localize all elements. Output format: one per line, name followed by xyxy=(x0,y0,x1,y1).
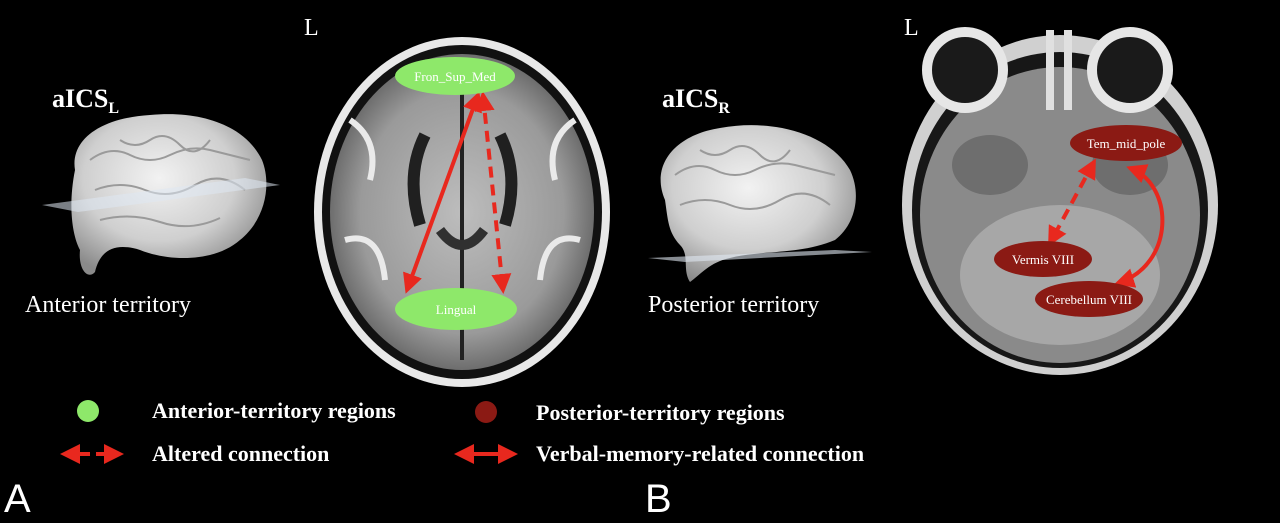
panel-letter-b: B xyxy=(645,477,672,521)
legend-altered-label: Altered connection xyxy=(152,441,330,466)
caption-anterior-territory: Anterior territory xyxy=(25,292,191,318)
left-eye-orbit xyxy=(922,27,1008,113)
brain-3d-right xyxy=(648,125,872,282)
title-a-main: aICS xyxy=(52,84,109,113)
caption-posterior-territory: Posterior territory xyxy=(648,292,820,318)
region-node-fron-sup-med xyxy=(395,57,515,95)
legend-posterior-dot xyxy=(475,401,497,423)
title-aics-r: aICSR xyxy=(662,84,730,118)
orientation-label-a: L xyxy=(304,15,319,41)
title-a-sub: L xyxy=(108,100,120,118)
posterior-slice-plane xyxy=(648,250,872,262)
region-node-tem-mid-pole xyxy=(1070,125,1182,161)
right-eye-orbit xyxy=(1087,27,1173,113)
mri-axial-b xyxy=(902,27,1218,375)
orientation-label-b: L xyxy=(904,15,919,41)
anterior-slice-plane xyxy=(42,178,280,212)
region-label-fron-sup-med: Fron_Sup_Med xyxy=(414,69,496,84)
legend-verbal-label: Verbal-memory-related connection xyxy=(536,441,865,466)
panel-letter-a: A xyxy=(4,477,31,521)
region-label-tem-mid-pole: Tem_mid_pole xyxy=(1087,136,1166,151)
legend-posterior-label: Posterior-territory regions xyxy=(536,400,785,425)
verbal-connection-b xyxy=(1114,164,1165,288)
brain-3d-left xyxy=(42,114,280,275)
region-node-lingual xyxy=(395,288,517,330)
title-b-main: aICS xyxy=(662,84,719,113)
verbal-connection-a xyxy=(403,91,482,294)
title-aics-l: aICSL xyxy=(52,84,119,118)
altered-connection-a xyxy=(474,91,512,294)
legend-anterior-label: Anterior-territory regions xyxy=(152,398,396,423)
region-label-cerebellum-viii: Cerebellum VIII xyxy=(1046,292,1132,307)
region-node-cerebellum-viii xyxy=(1035,281,1143,317)
region-label-vermis-viii: Vermis VIII xyxy=(1012,252,1074,267)
region-label-lingual: Lingual xyxy=(436,302,477,317)
region-node-vermis-viii xyxy=(994,241,1092,277)
legend-anterior-dot xyxy=(77,400,99,422)
title-b-sub: R xyxy=(718,100,730,118)
altered-connection-b xyxy=(1048,158,1096,247)
